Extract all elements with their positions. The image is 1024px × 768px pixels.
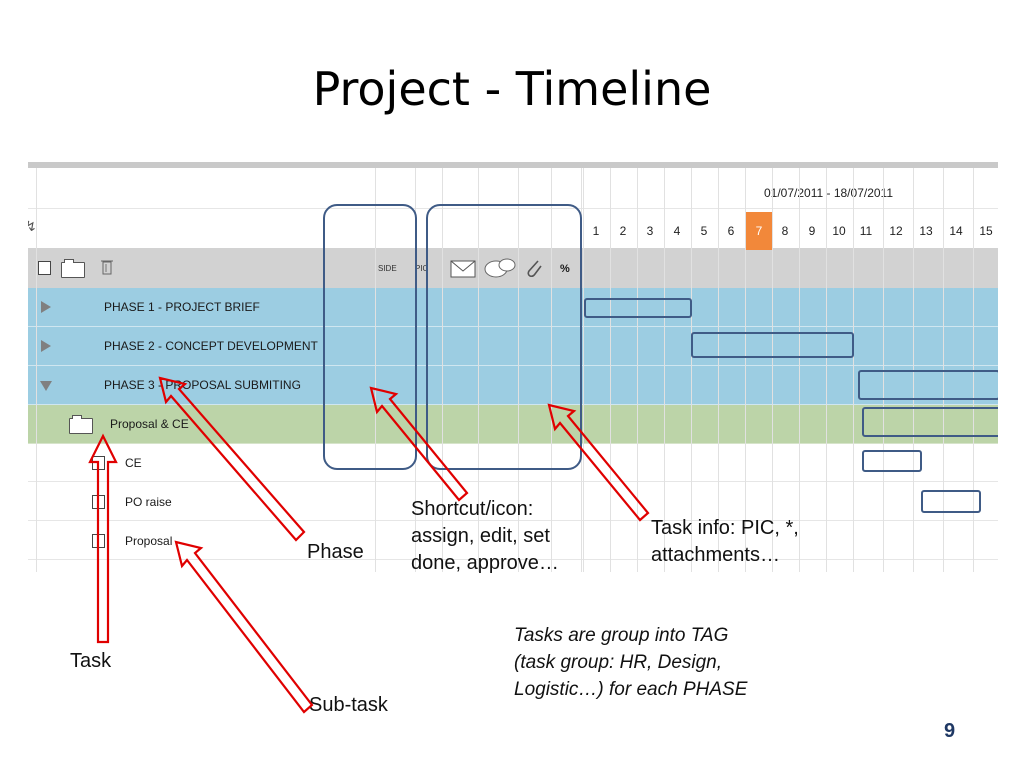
day-grid-line (583, 168, 584, 572)
task-label[interactable]: Proposal (125, 534, 173, 548)
shortcut-annotation: Shortcut/icon: assign, edit, set done, a… (411, 498, 559, 574)
day-header-15[interactable]: 15 (979, 224, 993, 238)
cut-icon: ↯ (28, 218, 37, 234)
day-header-13[interactable]: 13 (919, 224, 933, 238)
group-label[interactable]: Proposal & CE (110, 417, 189, 431)
expand-arrow-icon[interactable] (41, 340, 51, 352)
gantt-bar-proposal-ce[interactable] (862, 407, 998, 437)
day-grid-line (826, 168, 827, 572)
task-annotation: Task (70, 650, 112, 672)
trash-icon[interactable] (101, 258, 113, 276)
phase-row-1[interactable] (28, 288, 998, 327)
day-grid-line (637, 168, 638, 572)
slide-title: Project - Timeline (312, 62, 712, 116)
day-header-9[interactable]: 9 (808, 224, 816, 238)
phase-annotation: Phase (307, 541, 364, 563)
day-grid-line (718, 168, 719, 572)
day-header-12[interactable]: 12 (889, 224, 903, 238)
task-label[interactable]: PO raise (125, 495, 172, 509)
day-header-14[interactable]: 14 (949, 224, 963, 238)
shortcut-callout-box (323, 204, 417, 470)
tags-note: Tasks are group into TAG (task group: HR… (514, 625, 748, 700)
email-icon[interactable] (450, 259, 476, 279)
new-group-folder-icon[interactable] (61, 259, 85, 278)
day-header-8[interactable]: 8 (781, 224, 789, 238)
day-header-3[interactable]: 3 (646, 224, 654, 238)
phase-label[interactable]: PHASE 3 - PROPOSAL SUBMITING (104, 378, 301, 392)
day-header-4[interactable]: 4 (673, 224, 681, 238)
task-icon (92, 534, 105, 548)
day-grid-line (799, 168, 800, 572)
day-grid-line (691, 168, 692, 572)
day-header-2[interactable]: 2 (619, 224, 627, 238)
gantt-bar-phase-2[interactable] (691, 332, 854, 358)
day-grid-line (772, 168, 773, 572)
collapse-arrow-icon[interactable] (40, 381, 52, 391)
date-range: 01/07/2011 - 18/07/2011 (764, 186, 893, 200)
taskinfo-annotation: Task info: PIC, *, attachments… (651, 517, 799, 566)
day-grid-line (610, 168, 611, 572)
page-number: 9 (944, 720, 956, 742)
attachment-icon[interactable] (524, 257, 544, 279)
new-task-icon[interactable] (38, 261, 51, 275)
gantt-bar-phase-1[interactable] (584, 298, 692, 318)
day-header-1[interactable]: 1 (592, 224, 600, 238)
gantt-bar-po-raise[interactable] (921, 490, 981, 513)
day-grid-line (745, 168, 746, 572)
day-header-5[interactable]: 5 (700, 224, 708, 238)
taskinfo-callout-box (426, 204, 582, 470)
task-icon (92, 456, 105, 470)
task-icon (92, 495, 105, 509)
side-column-header[interactable]: SIDE (378, 264, 397, 273)
expand-arrow-icon[interactable] (41, 301, 51, 313)
comment-icon[interactable] (482, 256, 518, 280)
phase-label[interactable]: PHASE 2 - CONCEPT DEVELOPMENT (104, 339, 318, 353)
subtask-annotation: Sub-task (309, 694, 388, 716)
day-header-7[interactable]: 7 (746, 212, 772, 250)
task-label[interactable]: CE (125, 456, 142, 470)
day-header-6[interactable]: 6 (727, 224, 735, 238)
screenshot-top-border (28, 162, 998, 168)
phase-label[interactable]: PHASE 1 - PROJECT BRIEF (104, 300, 260, 314)
day-header-11[interactable]: 11 (859, 224, 873, 238)
day-grid-line (853, 168, 854, 572)
gantt-bar-ce[interactable] (862, 450, 922, 472)
pic-column-header[interactable]: PIC (415, 264, 429, 273)
day-grid-line (664, 168, 665, 572)
percent-column-header[interactable]: % (560, 263, 570, 275)
gantt-bar-phase-3[interactable] (858, 370, 998, 400)
folder-icon (69, 415, 93, 434)
day-header-10[interactable]: 10 (832, 224, 846, 238)
